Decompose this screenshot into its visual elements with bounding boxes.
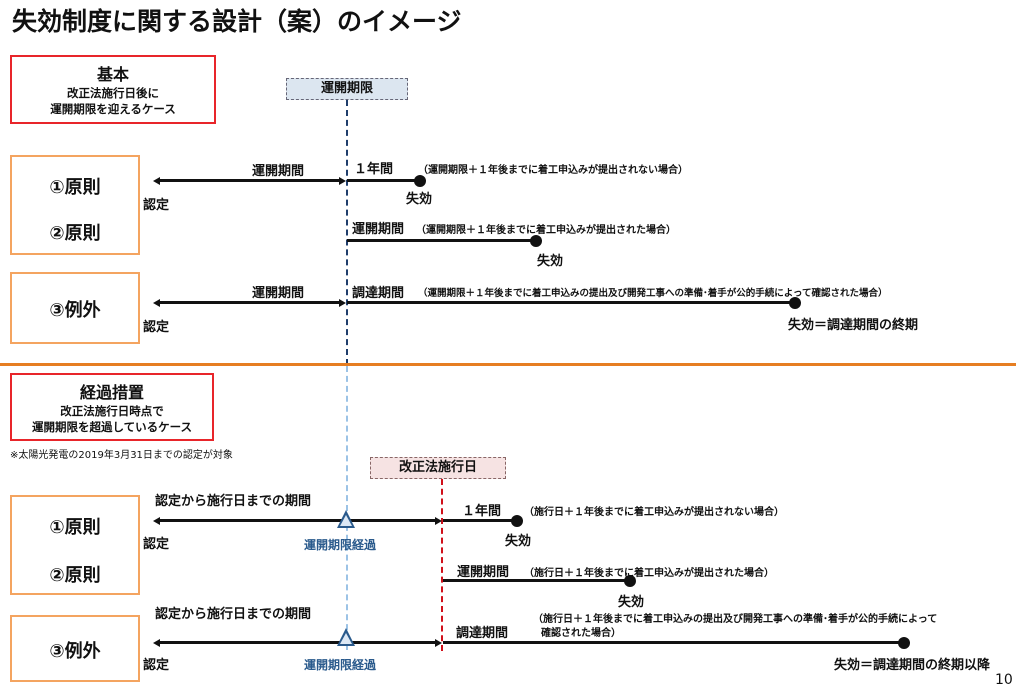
page-number: 10 [995, 672, 1013, 688]
transition-case-box: 経過措置 改正法施行日時点で 運開期限を超過しているケース [10, 373, 214, 441]
row6-line [158, 641, 436, 644]
row6-end: 失効＝調達期間の終期以降 [834, 658, 991, 673]
case-2-label: ②原則 [49, 223, 101, 244]
basic-sub2: 運開期限を迎えるケース [50, 102, 176, 116]
row4-end-dot [511, 515, 523, 527]
row6-note-line2: 確認された場合） [541, 628, 621, 639]
row1-end: 失効 [406, 192, 433, 207]
row4-end: 失効 [505, 534, 532, 549]
deadline-passed-triangle-icon [337, 628, 355, 646]
row3-left-label: 運開期間 [252, 286, 305, 301]
row2-end-dot [530, 235, 542, 247]
case-1-label: ①原則 [49, 517, 101, 538]
row3-end: 失効＝調達期間の終期 [788, 318, 919, 333]
row3-end-dot [789, 297, 801, 309]
case-3-label: ③例外 [49, 300, 101, 321]
row1-period-line [347, 179, 419, 182]
footnote: ※太陽光発電の2019年3月31日までの認定が対象 [10, 450, 233, 461]
transition-case-box-exception: ③例外 [10, 615, 140, 682]
row3-note: （運開期限＋１年後までに着工申込みの提出及び開発工事への準備･着手が公的手続によ… [418, 288, 888, 299]
row6-period-line [443, 641, 903, 644]
case-1-label: ①原則 [49, 177, 101, 198]
row3-period: 調達期間 [352, 286, 405, 301]
row3-line [158, 301, 340, 304]
row1-line [158, 179, 340, 182]
arrow-right-icon [435, 517, 442, 525]
arrow-right-icon [435, 639, 442, 647]
row4-left-label: 認定から施行日までの期間 [155, 494, 312, 509]
row2-end: 失効 [537, 254, 564, 269]
case-3-label: ③例外 [49, 641, 101, 662]
row4-line [158, 519, 436, 522]
row2-note: （運開期限＋１年後までに着工申込みが提出された場合） [416, 225, 676, 236]
arrow-left-icon [153, 639, 160, 647]
row4-note: （施行日＋１年後までに着工申込みが提出されない場合） [524, 507, 784, 518]
row6-marker: 運開期限経過 [304, 658, 377, 672]
case-box-exception: ③例外 [10, 272, 140, 344]
row5-period: 運開期間 [457, 565, 510, 580]
deadline-label: 運開期限 [286, 78, 408, 100]
arrow-left-icon [153, 177, 160, 185]
row1-start: 認定 [143, 198, 170, 213]
basic-sub1: 改正法施行日後に [67, 86, 159, 100]
row5-line [443, 579, 629, 582]
basic-case-box: 基本 改正法施行日後に 運開期限を迎えるケース [10, 55, 216, 124]
enforcement-date-label: 改正法施行日 [370, 457, 506, 479]
row6-left-label: 認定から施行日までの期間 [155, 607, 312, 622]
row1-period: １年間 [354, 162, 394, 177]
transition-sub1: 改正法施行日時点で [60, 404, 164, 418]
arrow-right-icon [339, 299, 346, 307]
row4-period: １年間 [462, 504, 502, 519]
row5-note: （施行日＋１年後までに着工申込みが提出された場合） [524, 568, 774, 579]
basic-heading: 基本 [96, 65, 129, 84]
transition-sub2: 運開期限を超過しているケース [31, 420, 193, 434]
enforcement-line [441, 479, 443, 651]
row2-line [347, 239, 533, 242]
row4-period-line [443, 519, 515, 522]
case-2-label: ②原則 [49, 565, 101, 586]
transition-heading: 経過措置 [79, 383, 144, 402]
arrow-right-icon [339, 177, 346, 185]
deadline-line-extended [346, 366, 348, 650]
deadline-line [346, 100, 348, 365]
row5-end: 失効 [618, 595, 645, 610]
row6-start: 認定 [143, 658, 170, 673]
row6-period: 調達期間 [456, 626, 509, 641]
section-divider [0, 363, 1016, 366]
row4-start: 認定 [143, 537, 170, 552]
row5-end-dot [624, 575, 636, 587]
arrow-left-icon [153, 517, 160, 525]
transition-case-box-principle: ①原則 ②原則 [10, 495, 140, 595]
row3-start: 認定 [143, 320, 170, 335]
deadline-passed-triangle-icon [337, 510, 355, 528]
case-box-principle: ①原則 ②原則 [10, 155, 140, 255]
row1-end-dot [414, 175, 426, 187]
row6-note-line1: （施行日＋１年後までに着工申込みの提出及び開発工事への準備･着手が公的手続によっ… [533, 614, 938, 625]
row4-marker: 運開期限経過 [304, 538, 377, 552]
row3-period-line [347, 301, 793, 304]
arrow-left-icon [153, 299, 160, 307]
page-title: 失効制度に関する設計（案）のイメージ [12, 7, 462, 36]
row2-period: 運開期間 [352, 222, 405, 237]
row6-end-dot [898, 637, 910, 649]
row1-left-label: 運開期間 [252, 164, 305, 179]
row1-note: （運開期限＋１年後までに着工申込みが提出されない場合） [418, 165, 688, 176]
